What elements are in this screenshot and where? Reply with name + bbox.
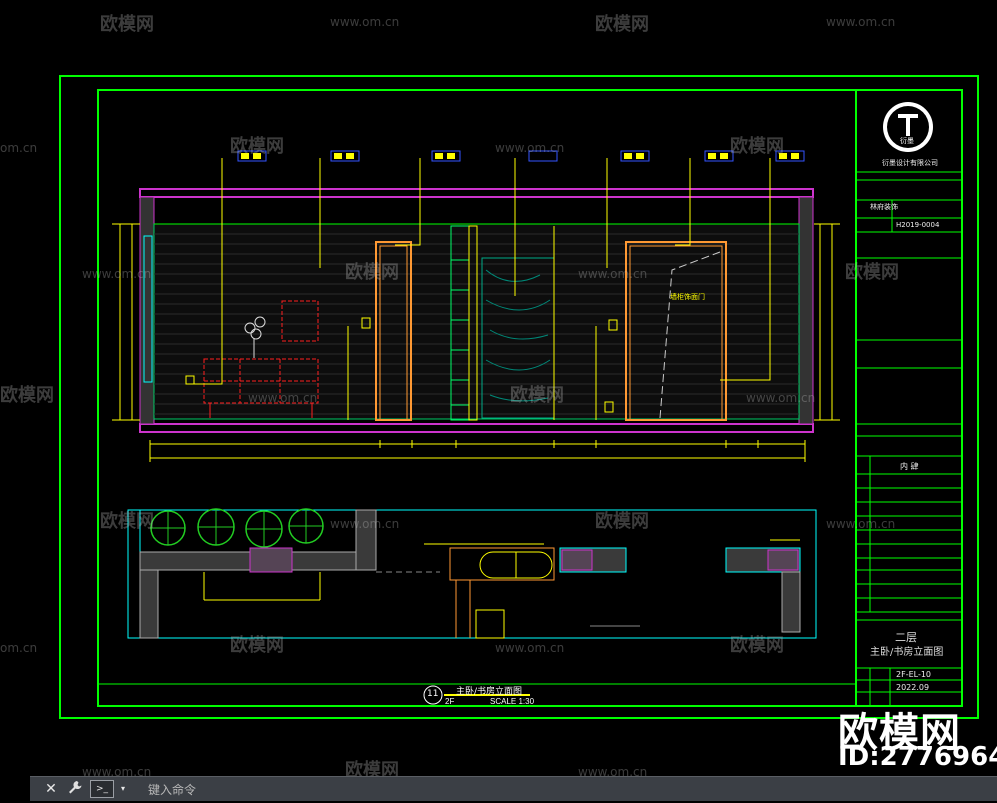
project-name: 林府装饰 [870,203,898,211]
drawing-title-floor: 二层 [895,631,917,644]
command-prompt-icon[interactable]: >_ [90,780,114,798]
drawing-floor: 2F [445,697,455,706]
inner-sheet-frame [97,89,963,707]
company-name: 衍墨设计有限公司 [882,159,938,167]
watermark-big-brand: 欧模网 [838,710,961,756]
title-block-grid [856,171,962,706]
designer-name: 内 肆 [900,462,919,471]
door-note: 墙柜饰面门 [670,293,705,301]
drawing-title-name: 主卧/书房立面图 [870,647,944,658]
floor-band [139,423,814,433]
drawing-scale: SCALE 1:30 [490,697,535,706]
right-wall-section [798,196,814,425]
vase-flowers [244,316,266,358]
command-input[interactable] [146,780,990,800]
left-window [143,235,153,383]
plan-view [127,508,817,639]
sheet-number: 2F-EL-10 [896,670,932,679]
elevation-view [112,150,840,462]
ceiling-band [139,188,814,198]
chevron-down-icon[interactable]: ▾ [120,784,125,793]
sheet-date: 2022.09 [896,683,930,692]
watermark-id: ID:2776964 [838,742,997,772]
wall-art [281,300,319,342]
dimension-lines [112,223,840,462]
close-icon[interactable]: ✕ [45,781,57,797]
command-line-bar: ✕ >_ ▾ [30,776,997,801]
annotation-tags [237,150,805,162]
outer-sheet-frame [59,75,979,719]
logo-text: 衍墨 [900,137,914,145]
drawing-number: H2019-0004 [896,221,940,229]
drawing-caption: 主卧/书房立面图 [456,687,523,697]
drawing-bubble-number: 11 [427,689,439,699]
drawing-bubble [423,685,443,705]
wrench-icon[interactable] [66,780,84,798]
annotation-leaders [190,158,771,385]
